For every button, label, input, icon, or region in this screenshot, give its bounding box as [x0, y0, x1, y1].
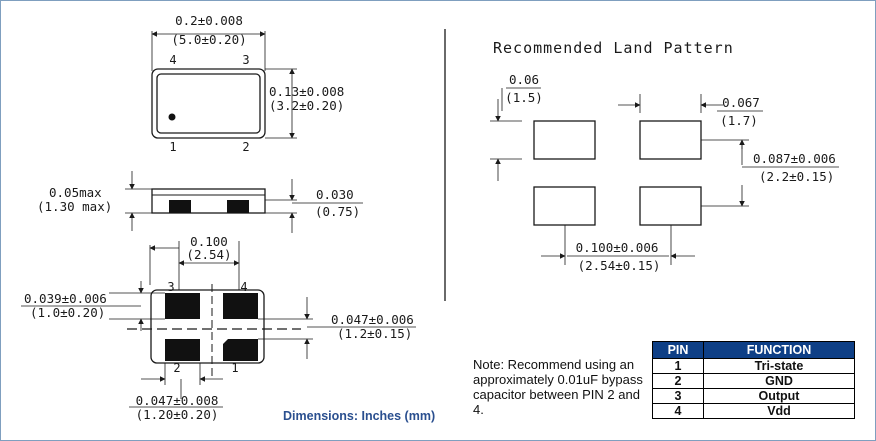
bottom-pad-height-in: 0.039±0.006 [24, 291, 107, 306]
pin-number: 4 [652, 403, 704, 419]
side-max-height-mm: (1.30 max) [37, 199, 112, 214]
land-pad [639, 186, 702, 226]
pin1-dot [168, 113, 176, 121]
land-vertical-spacing-in: 0.087±0.006 [753, 151, 836, 166]
package-body [151, 68, 266, 139]
column-header-function: FUNCTION [703, 341, 855, 359]
bottom-pad-4 [223, 293, 258, 319]
top-pin-label: 1 [169, 140, 176, 154]
top-width-mm: (5.0±0.20) [171, 32, 246, 47]
land-pad-width-mm: (1.7) [720, 113, 758, 128]
bottom-pad-2 [165, 339, 200, 361]
top-height-in: 0.13±0.008 [269, 84, 344, 99]
side-pad-height-in: 0.030 [316, 187, 354, 202]
bottom-pad-height-mm: (1.0±0.20) [30, 305, 105, 320]
bottom-pitch-mm: (2.54) [186, 247, 231, 262]
top-width-in: 0.2±0.008 [175, 13, 243, 28]
pin-function: Tri-state [703, 358, 855, 374]
bottom-pad-spacing-in: 0.047±0.006 [331, 312, 414, 327]
bottom-pad-spacing-mm: (1.2±0.15) [337, 326, 412, 341]
package-lid [156, 73, 261, 134]
top-pin-label: 4 [169, 53, 176, 67]
table-row: 2 GND [652, 373, 855, 389]
bottom-pin-label: 2 [173, 361, 180, 375]
land-pad [639, 120, 702, 160]
side-pad [169, 200, 191, 213]
land-pad [533, 186, 596, 226]
land-horizontal-pitch-mm: (2.54±0.15) [578, 258, 661, 273]
land-pattern: Recommended Land Pattern 0.06 (1.5) 0.06… [490, 39, 839, 273]
side-view: 0.05max (1.30 max) 0.030 (0.75) [37, 171, 363, 233]
bottom-pad-3 [165, 293, 200, 319]
bottom-pad-width-mm: (1.20±0.20) [136, 407, 219, 422]
bypass-capacitor-note: Note: Recommend using an approximately 0… [473, 357, 643, 417]
pin-number: 3 [652, 388, 704, 404]
column-header-pin: PIN [652, 341, 704, 359]
bottom-pad-width-in: 0.047±0.008 [136, 393, 219, 408]
land-pad-width-in: 0.067 [722, 95, 760, 110]
land-pad-height-in: 0.06 [509, 72, 539, 87]
table-row: 3 Output [652, 388, 855, 404]
pin-function: Vdd [703, 403, 855, 419]
land-pad [533, 120, 596, 160]
side-pad-height-mm: (0.75) [315, 204, 360, 219]
pin-number: 2 [652, 373, 704, 389]
units-caption: Dimensions: Inches (mm) [283, 409, 436, 423]
land-pad-height-mm: (1.5) [505, 90, 543, 105]
top-height-mm: (3.2±0.20) [269, 98, 344, 113]
side-pad [227, 200, 249, 213]
bottom-pin-label: 4 [240, 280, 247, 294]
bottom-pad-1 [223, 339, 258, 361]
pin-function: Output [703, 388, 855, 404]
table-row: 4 Vdd [652, 403, 855, 419]
table-header-row: PIN FUNCTION [652, 341, 855, 359]
bottom-pin-label: 3 [167, 280, 174, 294]
top-pin-label: 3 [242, 53, 249, 67]
bottom-pitch-in: 0.100 [190, 234, 228, 249]
top-view: 0.2±0.008 (5.0±0.20) 4 3 1 2 0.13±0.008 … [151, 13, 344, 154]
land-horizontal-pitch-in: 0.100±0.006 [576, 240, 659, 255]
pin-function: GND [703, 373, 855, 389]
land-vertical-spacing-mm: (2.2±0.15) [759, 169, 834, 184]
bottom-pin-label: 1 [231, 361, 238, 375]
side-max-height-in: 0.05max [49, 185, 102, 200]
pin-number: 1 [652, 358, 704, 374]
pin-function-table: PIN FUNCTION 1 Tri-state 2 GND 3 Output … [652, 341, 855, 419]
top-pin-label: 2 [242, 140, 249, 154]
table-row: 1 Tri-state [652, 358, 855, 374]
bottom-view: 0.100 (2.54) 3 4 2 1 0.039±0.006 (1.0±0.… [21, 234, 416, 422]
land-pattern-title: Recommended Land Pattern [493, 39, 734, 57]
